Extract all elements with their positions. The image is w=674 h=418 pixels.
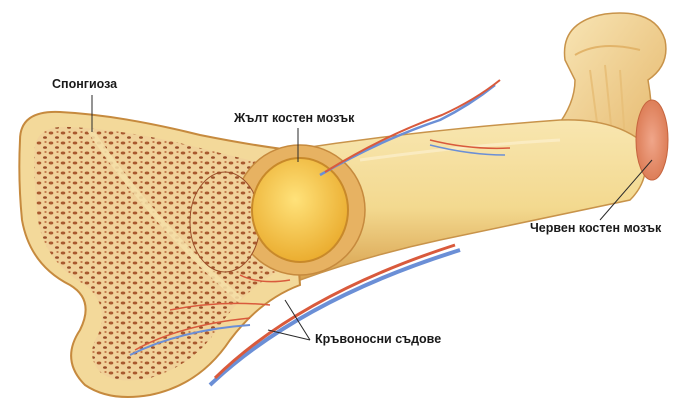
label-red-marrow: Червен костен мозък <box>530 222 661 235</box>
label-spongiosa: Спонгиоза <box>52 78 117 91</box>
label-yellow-marrow: Жълт костен мозък <box>234 112 354 125</box>
label-blood-vessels: Кръвоносни съдове <box>315 333 441 346</box>
red-marrow-area <box>636 100 668 180</box>
